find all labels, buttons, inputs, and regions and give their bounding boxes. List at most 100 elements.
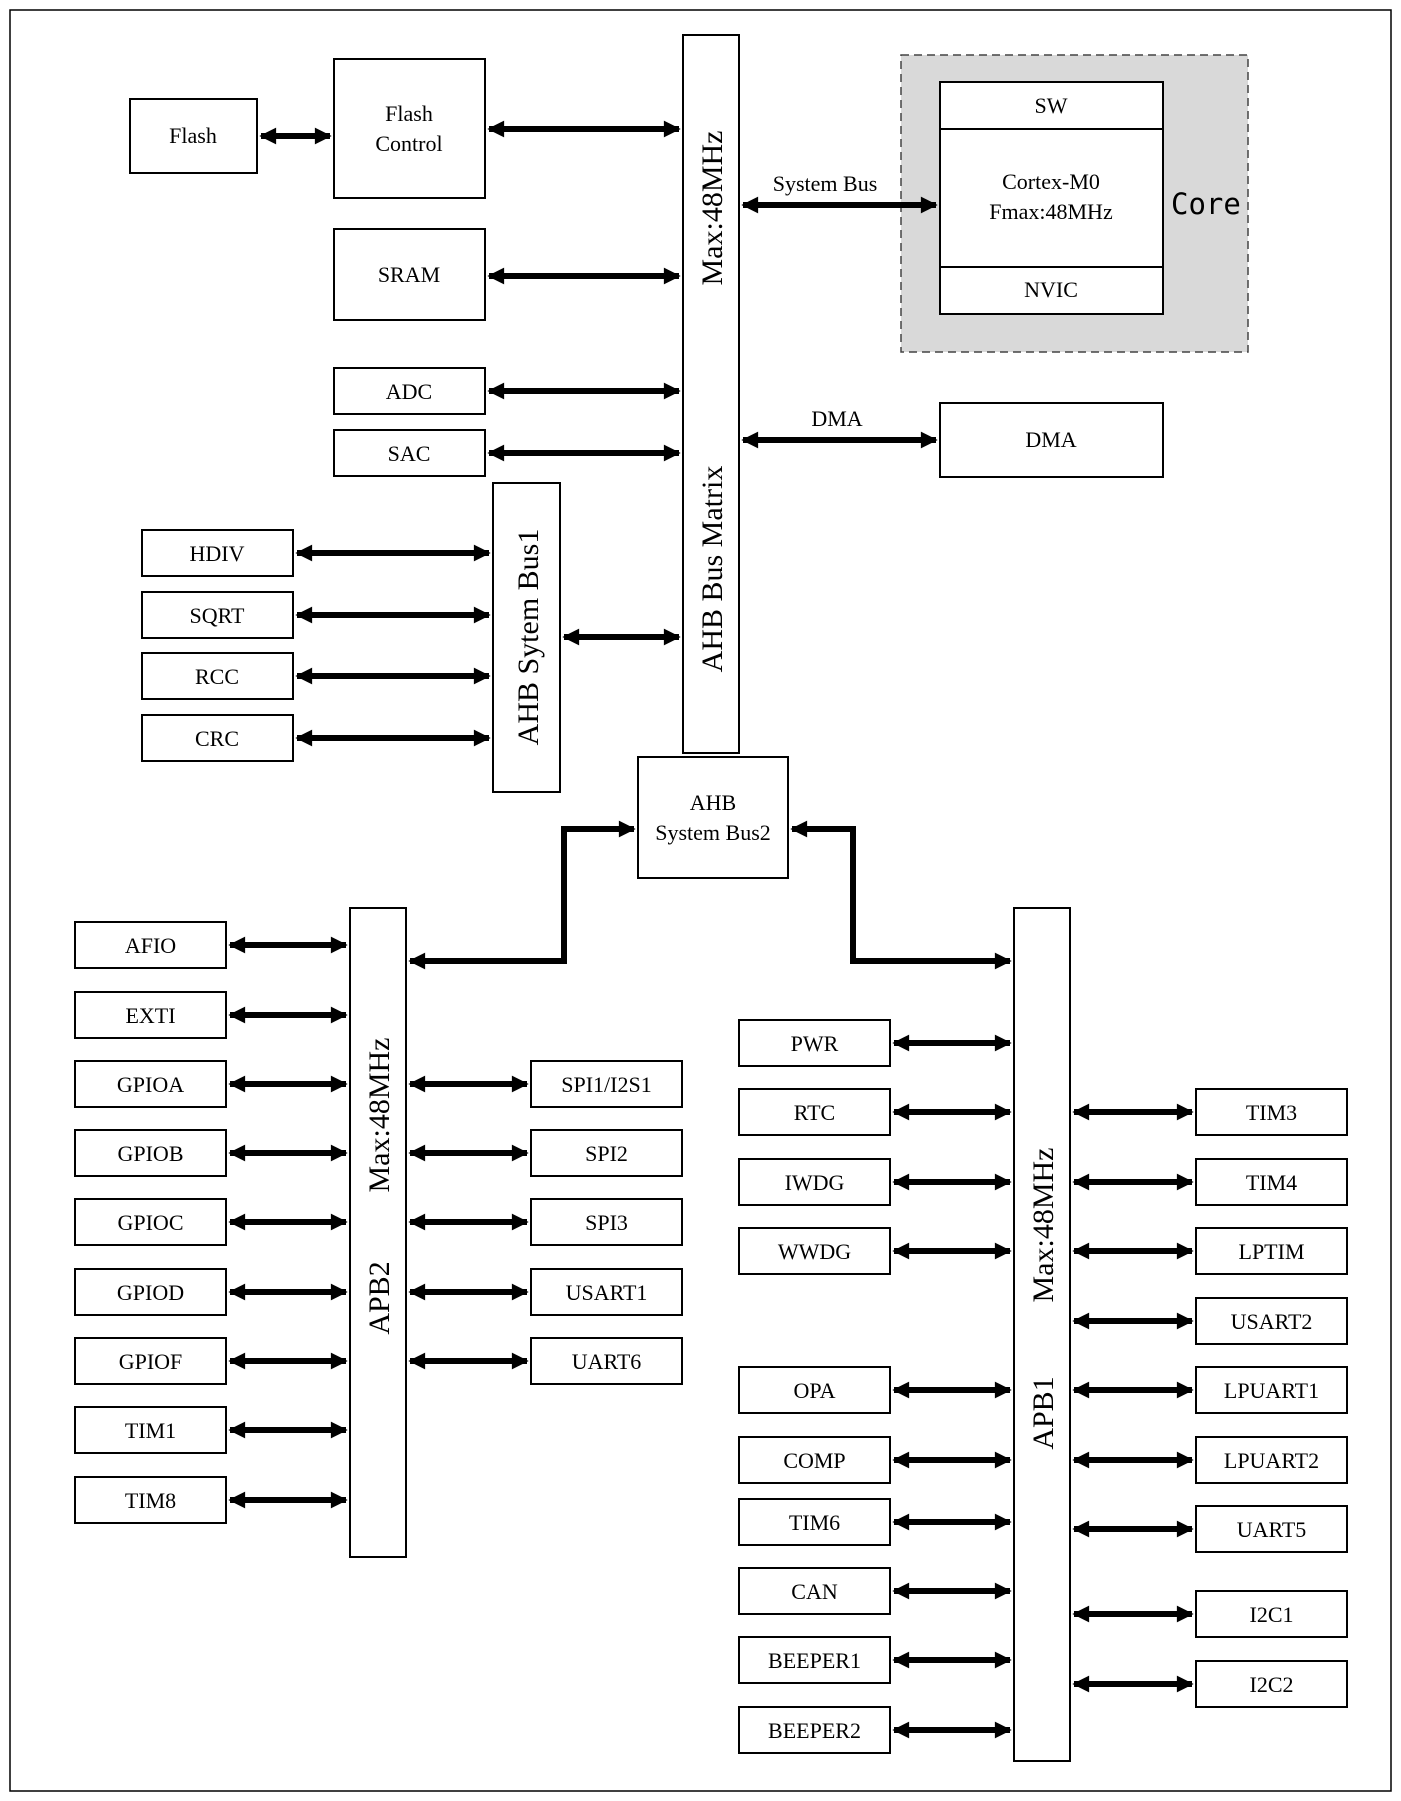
sram-label: SRAM xyxy=(378,262,440,287)
uart6-label: UART6 xyxy=(572,1349,642,1374)
gpiof-block xyxy=(74,1337,227,1385)
dma-link-label: DMA xyxy=(811,406,862,431)
pwr-label: PWR xyxy=(791,1031,839,1056)
sram-block xyxy=(333,228,486,321)
flash-control-label-line1: Flash xyxy=(385,101,433,126)
tim8-label: TIM8 xyxy=(125,1488,176,1513)
i2c2-block xyxy=(1195,1660,1348,1708)
ahb-system-bus1-block xyxy=(492,482,561,793)
connector-bus2-apb2 xyxy=(408,820,636,970)
adc-label: ADC xyxy=(386,379,432,404)
cpu-fmax-label: Fmax:48MHz xyxy=(989,199,1113,224)
beeper1-label: BEEPER1 xyxy=(768,1648,861,1673)
connector-bus2-apb1 xyxy=(790,820,1012,970)
spi1-i2s1-block xyxy=(530,1060,683,1108)
uart6-block xyxy=(530,1337,683,1385)
can-label: CAN xyxy=(791,1579,838,1604)
flash-block xyxy=(129,98,258,174)
apb1-bus-block xyxy=(1013,907,1071,1762)
tim3-label: TIM3 xyxy=(1246,1100,1297,1125)
gpioc-label: GPIOC xyxy=(117,1210,183,1235)
outer-frame xyxy=(9,9,1392,1792)
system-bus-link-label: System Bus xyxy=(773,171,878,196)
lptim-label: LPTIM xyxy=(1239,1239,1305,1264)
pwr-block xyxy=(738,1019,891,1067)
tim8-block xyxy=(74,1476,227,1524)
spi3-label: SPI3 xyxy=(585,1210,628,1235)
usart2-block xyxy=(1195,1297,1348,1345)
uart5-block xyxy=(1195,1505,1348,1553)
core-region: Core SW Cortex-M0 Fmax:48MHz NVIC xyxy=(900,54,1249,353)
rcc-block xyxy=(141,652,294,700)
hdiv-label: HDIV xyxy=(190,541,245,566)
dma-block-label: DMA xyxy=(1025,427,1076,452)
tim6-block xyxy=(738,1498,891,1546)
apb1-freq-label: Max:48MHz xyxy=(1027,1148,1060,1303)
crc-label: CRC xyxy=(195,726,239,751)
usart2-label: USART2 xyxy=(1231,1309,1313,1334)
nvic-label: NVIC xyxy=(1024,277,1078,302)
cpu-name-label: Cortex-M0 xyxy=(1002,169,1100,194)
beeper2-label: BEEPER2 xyxy=(768,1718,861,1743)
opa-label: OPA xyxy=(794,1378,836,1403)
beeper1-block xyxy=(738,1636,891,1684)
crc-block xyxy=(141,714,294,762)
i2c1-block xyxy=(1195,1590,1348,1638)
sac-label: SAC xyxy=(388,441,431,466)
uart5-label: UART5 xyxy=(1237,1517,1307,1542)
ahb-bus-matrix: AHB Bus Matrix Max:48MHz xyxy=(682,34,740,754)
apb2-label: APB2 xyxy=(363,1261,396,1334)
bus-matrix-label: AHB Bus Matrix xyxy=(696,466,729,673)
gpiod-label: GPIOD xyxy=(117,1280,184,1305)
flash-control-block xyxy=(333,58,486,199)
exti-block xyxy=(74,991,227,1039)
usart1-label: USART1 xyxy=(566,1280,648,1305)
rtc-label: RTC xyxy=(794,1100,835,1125)
afio-block xyxy=(74,921,227,969)
rtc-block xyxy=(738,1088,891,1136)
i2c2-label: I2C2 xyxy=(1250,1672,1294,1697)
lpuart1-label: LPUART1 xyxy=(1224,1378,1319,1403)
spi2-label: SPI2 xyxy=(585,1141,628,1166)
gpioa-label: GPIOA xyxy=(117,1072,184,1097)
comp-block xyxy=(738,1436,891,1484)
peripheral-blocks: AFIOEXTIGPIOAGPIOBGPIOCGPIODGPIOFTIM1TIM… xyxy=(74,921,1348,1754)
ahb-system-bus2-label-line1: AHB xyxy=(690,790,736,815)
rcc-label: RCC xyxy=(195,664,239,689)
afio-label: AFIO xyxy=(125,933,176,958)
gpioa-block xyxy=(74,1060,227,1108)
lpuart2-label: LPUART2 xyxy=(1224,1448,1319,1473)
apb2-freq-label: Max:48MHz xyxy=(363,1038,396,1193)
opa-block xyxy=(738,1366,891,1414)
spi3-block xyxy=(530,1198,683,1246)
bus-matrix-freq-label: Max:48MHz xyxy=(696,131,729,286)
gpiob-label: GPIOB xyxy=(117,1141,183,1166)
connectors xyxy=(259,120,1012,970)
apb1-label: APB1 xyxy=(1027,1376,1060,1449)
i2c1-label: I2C1 xyxy=(1250,1602,1294,1627)
lpuart1-block xyxy=(1195,1366,1348,1414)
usart1-block xyxy=(530,1268,683,1316)
comp-label: COMP xyxy=(783,1448,845,1473)
tim1-label: TIM1 xyxy=(125,1418,176,1443)
dma-block xyxy=(939,402,1164,478)
flash-label: Flash xyxy=(169,123,217,148)
cpu-block xyxy=(939,81,1164,315)
lptim-block xyxy=(1195,1227,1348,1275)
tim6-label: TIM6 xyxy=(789,1510,840,1535)
tim4-label: TIM4 xyxy=(1246,1170,1297,1195)
iwdg-block xyxy=(738,1158,891,1206)
can-block xyxy=(738,1567,891,1615)
sw-label: SW xyxy=(1035,93,1068,118)
lpuart2-block xyxy=(1195,1436,1348,1484)
sac-block xyxy=(333,429,486,477)
gpioc-block xyxy=(74,1198,227,1246)
spi2-block xyxy=(530,1129,683,1177)
iwdg-label: IWDG xyxy=(785,1170,845,1195)
tim3-block xyxy=(1195,1088,1348,1136)
flash-control-label-line2: Control xyxy=(375,131,442,156)
ahb-system-bus2-block xyxy=(637,756,789,879)
gpiob-block xyxy=(74,1129,227,1177)
